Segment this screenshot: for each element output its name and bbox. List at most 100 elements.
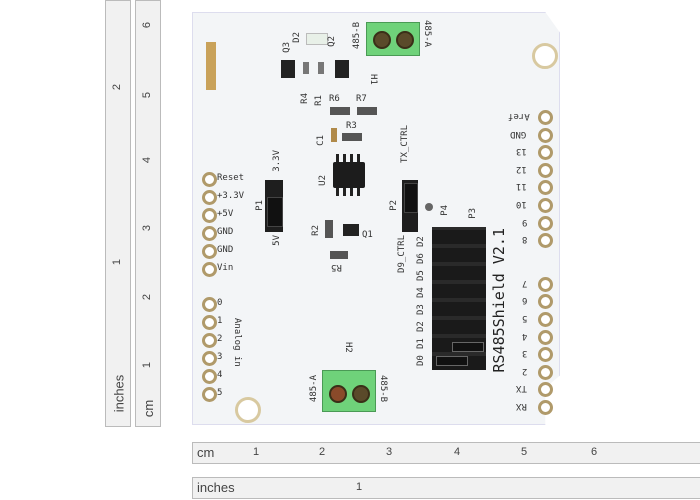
pin-label: 5 [522,312,528,323]
label-q2: Q2 [327,36,337,47]
pin-label: 0 [217,298,223,308]
label-r4: R4 [300,93,310,104]
vertical-ruler-inches: inches 1 2 [105,0,131,427]
terminal-label-b: 485-B [352,22,362,50]
pin-hole [538,329,553,345]
label-d9-ctrl: D9_CTRL [397,235,407,273]
pin-label: 5 [217,388,223,398]
row-label: D4 [416,287,426,298]
pin-hole [202,351,217,366]
ruler-unit: cm [197,445,215,460]
label-r6: R6 [329,94,340,104]
pin-hole [538,382,553,398]
row-label: D3 [416,304,426,315]
label-r1: R1 [314,95,324,106]
ruler-tick-label: 4 [141,156,154,164]
ic-pins-bottom [336,188,362,196]
pin-label: TX [516,383,527,394]
row-label: D6 [416,253,426,264]
pin-hole [538,399,553,415]
row-label: D2 [416,236,426,247]
pin-hole [538,215,553,231]
pin-hole [202,369,217,384]
pin-label: RX [516,400,527,411]
label-q3: Q3 [282,42,292,53]
ruler-tick-label: 3 [386,446,393,458]
label-c1: C1 [316,135,326,146]
resistor-r3 [342,133,362,141]
transistor-q1 [343,224,359,236]
pin-hole [538,145,553,161]
mounting-hole [532,43,558,69]
ruler-tick-label: 2 [111,83,124,91]
label-u2: U2 [318,175,328,186]
resistor [318,62,324,74]
via-hole [425,203,433,211]
ruler-tick-label: 1 [253,446,260,458]
analog-in-label: Analog in [232,318,242,367]
pin-label: GND [217,245,234,255]
screw-icon [329,385,347,403]
pin-hole [202,208,217,223]
ruler-tick-label: 2 [319,446,326,458]
pin-label: Reset [217,173,245,183]
ruler-unit: cm [141,399,157,418]
resistor-r6 [330,107,350,115]
pin-hole [538,162,553,178]
jumper-cap[interactable] [404,183,418,213]
resistor-r7 [357,107,377,115]
mounting-hole [235,397,261,423]
screw-icon [373,31,391,49]
resistor-r2 [325,220,333,238]
pin-hole [202,190,217,205]
pin-label: 11 [516,181,527,192]
vertical-ruler-cm: cm 1 2 3 4 5 6 [135,0,161,427]
pin-hole [202,226,217,241]
pin-label: 4 [217,370,223,380]
label-5v: 5V [272,235,282,246]
row-label: D0 [416,355,426,366]
pin-label: GND [510,128,527,139]
label-r7: R7 [356,94,367,104]
pin-label: +3.3V [217,191,245,201]
ruler-tick-label: 3 [141,224,154,232]
pin-hole [202,315,217,330]
pin-hole [538,311,553,327]
digital-pin-column: Aref GND 13 12 11 10 9 8 7 6 5 4 3 2 TX … [500,110,556,418]
terminal-label-a: 485-A [309,375,319,403]
label-p1: P1 [255,200,265,211]
pin-label: 2 [217,334,223,344]
label-p2: P2 [389,200,399,211]
terminal-label-a: 485-A [422,20,432,48]
pin-label: 12 [516,163,527,174]
pin-label: +5V [217,209,234,219]
ruler-unit: inches [111,374,127,413]
pin-label: 3 [217,352,223,362]
label-q1: Q1 [362,230,373,240]
ruler-tick-label: 1 [141,361,154,369]
label-r2: R2 [311,225,321,236]
label-3v3: 3.3V [272,150,282,172]
jumper-cap[interactable] [267,197,283,227]
row-label: D1 [416,338,426,349]
terminal-block-h1 [366,22,420,56]
ruler-tick-label: 6 [591,446,598,458]
ruler-tick-label: 5 [521,446,528,458]
pin-label: Vin [217,263,234,273]
jumper-cap[interactable] [452,342,484,352]
ruler-tick-label: 5 [141,91,154,99]
label-d2: D2 [292,32,302,43]
label-tx-ctrl: TX_CTRL [400,125,410,163]
ic-pins-top [336,154,362,162]
header-row-labels: D2 D6 D5 D4 D3 D2 D1 D0 [416,230,432,366]
label-p4: P4 [440,205,450,216]
pin-label: GND [217,227,234,237]
pin-hole [202,297,217,312]
jumper-cap[interactable] [436,356,468,366]
pin-label: 10 [516,198,527,209]
pin-label: 13 [516,146,527,157]
ruler-unit: inches [197,480,235,495]
pin-label: 3 [522,348,528,359]
pin-hole [538,197,553,213]
pin-label: 4 [522,330,528,341]
